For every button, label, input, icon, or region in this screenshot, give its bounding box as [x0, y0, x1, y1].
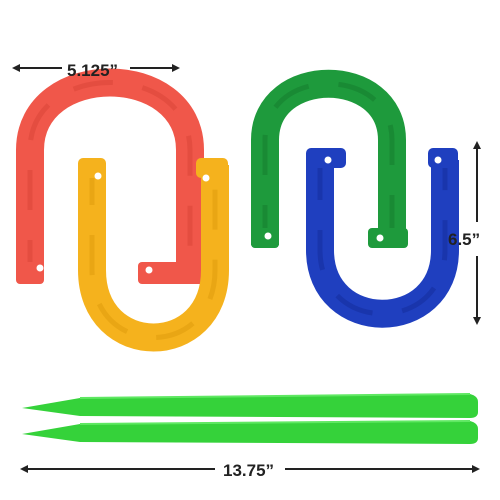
stake-length-label: 13.75”: [223, 461, 275, 480]
red-horseshoe: [15, 68, 204, 284]
yellow-horseshoe: [78, 158, 229, 352]
horseshoe-height-label: 6.5”: [448, 230, 481, 249]
blue-horseshoe: [306, 148, 459, 328]
stake-bottom: [22, 420, 478, 444]
horseshoe-width-label: 5.125”: [67, 61, 119, 80]
green-horseshoe: [251, 69, 408, 248]
stake-top: [22, 393, 478, 418]
